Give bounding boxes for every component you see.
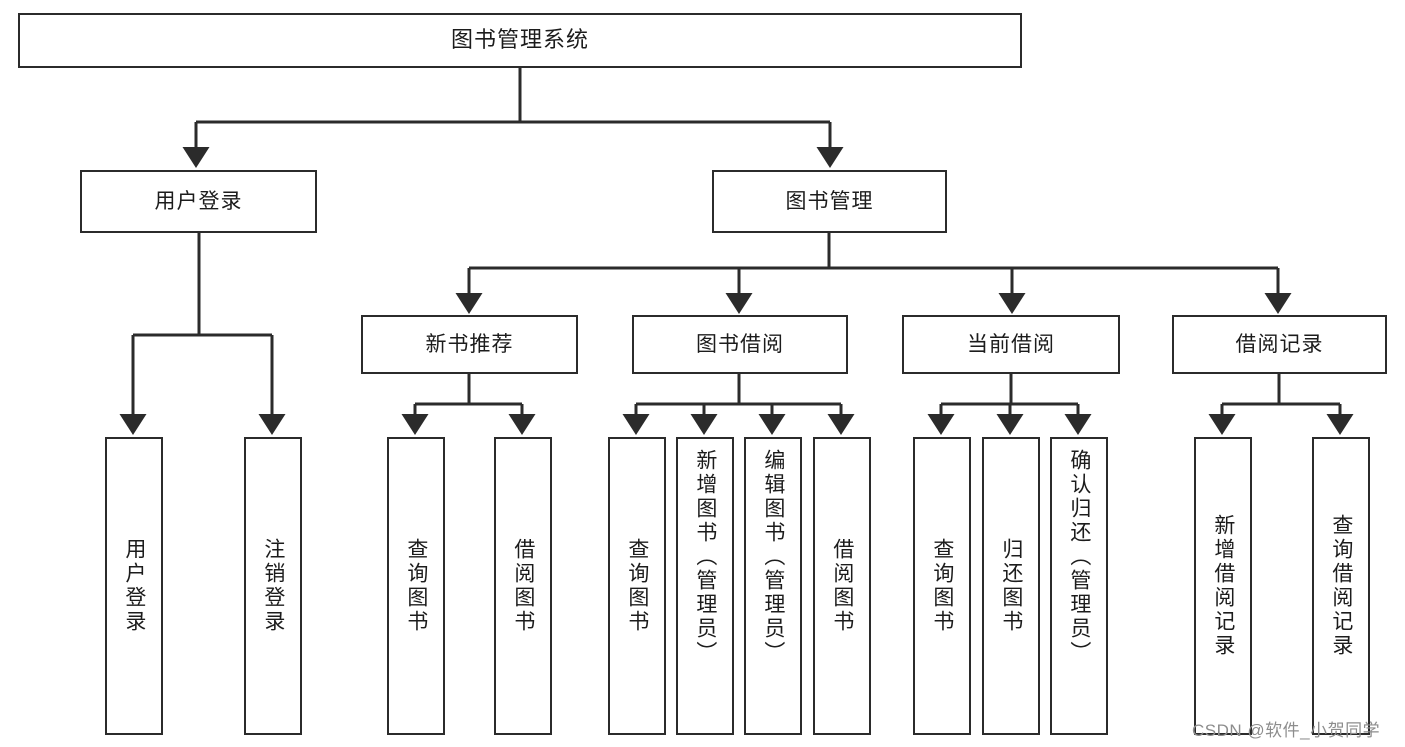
node-leaf-query-record-label: 查询借阅记录 <box>1329 514 1353 658</box>
node-leaf-edit-book[interactable]: 编辑图书（管理员） <box>744 437 802 735</box>
node-current-borrow[interactable]: 当前借阅 <box>902 315 1120 374</box>
node-leaf-add-record-label: 新增借阅记录 <box>1211 514 1235 658</box>
node-leaf-borrow-book-1-label: 借阅图书 <box>511 538 535 634</box>
node-user-login[interactable]: 用户登录 <box>80 170 317 233</box>
node-borrow-record[interactable]: 借阅记录 <box>1172 315 1387 374</box>
node-leaf-user-login-label: 用户登录 <box>122 538 146 634</box>
node-current-borrow-label: 当前借阅 <box>967 332 1055 356</box>
node-book-manage-label: 图书管理 <box>785 189 874 213</box>
watermark-text: CSDN @软件_小贺同学 <box>1192 721 1381 740</box>
node-leaf-add-book-label: 新增图书（管理员） <box>693 449 717 665</box>
node-book-manage[interactable]: 图书管理 <box>712 170 947 233</box>
node-book-borrow-label: 图书借阅 <box>696 332 784 356</box>
node-leaf-edit-book-label: 编辑图书（管理员） <box>761 449 785 665</box>
node-root[interactable]: 图书管理系统 <box>18 13 1022 68</box>
node-leaf-query-book-2-label: 查询图书 <box>625 538 649 634</box>
node-new-book-rec-label: 新书推荐 <box>425 332 514 356</box>
node-leaf-user-login[interactable]: 用户登录 <box>105 437 163 735</box>
node-leaf-query-book-2[interactable]: 查询图书 <box>608 437 666 735</box>
node-leaf-logout-label: 注销登录 <box>261 538 285 634</box>
node-leaf-add-record[interactable]: 新增借阅记录 <box>1194 437 1252 735</box>
node-user-login-label: 用户登录 <box>154 189 243 213</box>
node-leaf-query-book-3[interactable]: 查询图书 <box>913 437 971 735</box>
node-leaf-logout[interactable]: 注销登录 <box>244 437 302 735</box>
node-new-book-rec[interactable]: 新书推荐 <box>361 315 578 374</box>
node-root-label: 图书管理系统 <box>450 27 589 53</box>
node-leaf-borrow-book-1[interactable]: 借阅图书 <box>494 437 552 735</box>
node-leaf-add-book[interactable]: 新增图书（管理员） <box>676 437 734 735</box>
node-leaf-query-book-3-label: 查询图书 <box>930 538 954 634</box>
node-leaf-borrow-book-2-label: 借阅图书 <box>830 538 854 634</box>
node-leaf-query-record[interactable]: 查询借阅记录 <box>1312 437 1370 735</box>
node-borrow-record-label: 借阅记录 <box>1235 332 1324 356</box>
node-leaf-return-book[interactable]: 归还图书 <box>982 437 1040 735</box>
node-leaf-query-book-1-label: 查询图书 <box>404 538 428 634</box>
node-leaf-query-book-1[interactable]: 查询图书 <box>387 437 445 735</box>
node-leaf-confirm-return-label: 确认归还（管理员） <box>1067 449 1091 665</box>
node-leaf-borrow-book-2[interactable]: 借阅图书 <box>813 437 871 735</box>
node-leaf-confirm-return[interactable]: 确认归还（管理员） <box>1050 437 1108 735</box>
node-leaf-return-book-label: 归还图书 <box>999 538 1023 634</box>
node-book-borrow[interactable]: 图书借阅 <box>632 315 848 374</box>
